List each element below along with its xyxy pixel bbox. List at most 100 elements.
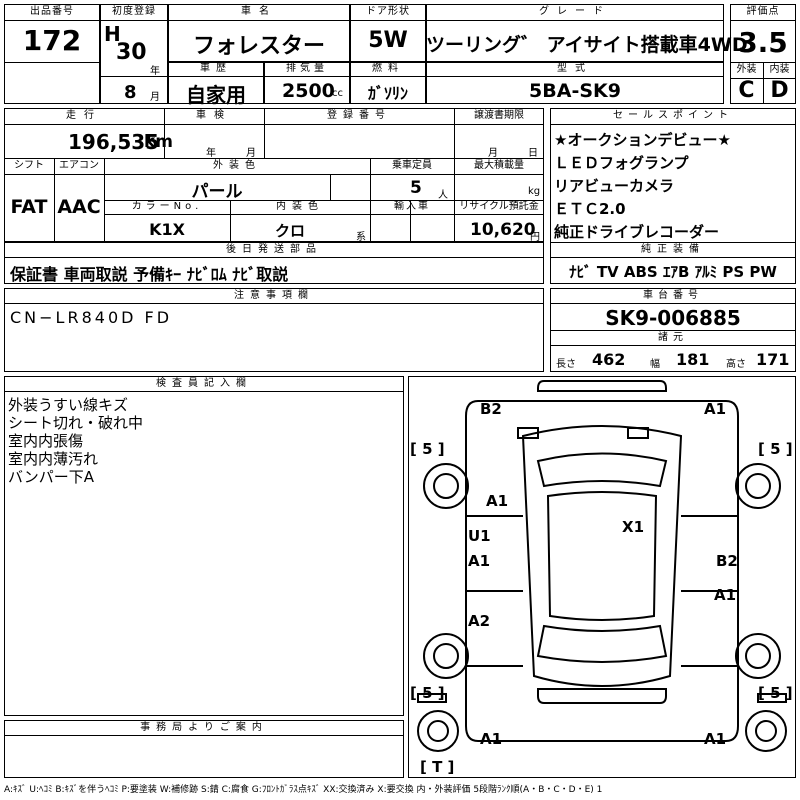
shift-value: FAT <box>10 196 48 218</box>
month-unit: 月 <box>150 92 160 103</box>
inspector-line: 外装うすい線キズ <box>8 396 129 414</box>
era-letter: H <box>104 22 121 46</box>
fuel-value: ｶﾞｿﾘﾝ <box>367 84 408 103</box>
int-color-value: クロ <box>274 222 305 240</box>
mark-tire-fr: [ 5 ] <box>758 684 793 702</box>
int-grade: D <box>770 78 789 103</box>
score-value: 3.5 <box>738 26 788 59</box>
mark-tire-rr: [ 5 ] <box>758 440 793 458</box>
lot-number: 172 <box>22 24 82 57</box>
door-label: ドア形状 <box>366 6 410 17</box>
lot-box <box>4 4 100 104</box>
car-outline-graphic <box>417 380 787 752</box>
spec-label: 諸元 <box>658 332 688 343</box>
later-parts-value: 保証書 車両取説 予備ｷｰ ﾅﾋﾞﾛﾑ ﾅﾋﾞ取説 <box>10 265 289 284</box>
displacement-label: 排気量 <box>286 63 328 74</box>
inspector-label: 検査員記入欄 <box>156 378 252 389</box>
grade-label: グレード <box>539 6 611 17</box>
sales-point: ＬＥＤフォグランプ <box>554 154 689 172</box>
door-box <box>350 4 426 62</box>
height-value: 171 <box>756 350 790 369</box>
history-box <box>168 62 264 104</box>
chassis-value: SK9-006885 <box>605 306 741 330</box>
recycle-label: リサイクル預託金 <box>459 201 539 212</box>
car-name: フォレスター <box>192 34 325 59</box>
insp-month: 月 <box>246 148 256 159</box>
mark-roof: X1 <box>622 518 645 536</box>
inspector-line: 室内内薄汚れ <box>8 450 99 468</box>
footer-legend: A:ｷｽﾞ U:ﾍｺﾐ B:ｷｽﾞを伴うﾍｺﾐ P:要塗装 W:補修跡 S:錆 … <box>4 785 603 795</box>
mark-left-quarter: A1 <box>486 492 509 510</box>
model-value: 5BA-SK9 <box>529 80 621 102</box>
inspector-line: シート切れ・破れ中 <box>8 414 144 432</box>
mileage-value: 196,535 <box>68 130 160 154</box>
height-label: 高さ <box>726 359 746 370</box>
sales-point: リアビューカメラ <box>554 177 675 195</box>
mark-front-left: A1 <box>480 730 503 748</box>
notes-value: CN−LR840D FD <box>10 308 173 327</box>
mark-right-front-door: A1 <box>714 586 737 604</box>
reg-month: 8 <box>124 82 137 103</box>
ext-grade: C <box>738 78 755 103</box>
fuel-label: 燃料 <box>372 63 404 74</box>
insp-year: 年 <box>206 148 216 159</box>
transfer-label: 譲渡書期限 <box>474 110 524 121</box>
year-unit: 年 <box>150 66 160 77</box>
first-reg-label: 初度登録 <box>112 6 156 17</box>
history-value: 自家用 <box>186 83 246 107</box>
mileage-label: 走行 <box>66 110 102 121</box>
model-box <box>426 62 724 104</box>
mark-right-rear-door: B2 <box>716 552 738 570</box>
reg-no-label: 登録番号 <box>327 110 391 121</box>
sales-point: ＥＴＣ2.0 <box>554 200 626 218</box>
sales-point: 純正ドライブレコーダー <box>554 223 720 241</box>
mark-tire-rl: [ 5 ] <box>410 440 445 458</box>
int-color-unit: 系 <box>356 232 366 243</box>
mark-tire-fl: [ 5 ] <box>410 684 445 702</box>
mark-rear-right: A1 <box>704 400 727 418</box>
mark-spare: [ T ] <box>420 758 455 776</box>
displacement-box <box>264 62 350 104</box>
length-value: 462 <box>592 350 626 369</box>
shift-label: シフト <box>14 160 44 171</box>
sales-label: セールスポイント <box>613 110 733 121</box>
mark-left-rear-door-2: A1 <box>468 552 491 570</box>
maxload-unit: kg <box>528 186 541 197</box>
cc-unit: cc <box>332 88 343 99</box>
first-reg-box <box>100 4 168 104</box>
ac-value: AAC <box>57 196 101 218</box>
car-name-label: 車名 <box>241 6 277 17</box>
door-type: 5W <box>368 28 408 53</box>
displacement-value: 2500 <box>282 80 335 102</box>
mark-front-right: A1 <box>704 730 727 748</box>
inspection-label: 車検 <box>196 110 232 121</box>
import-label: 輸入車 <box>394 201 430 212</box>
grade-value: ツーリング゛ アイサイト搭載車4WD <box>426 34 748 56</box>
grade-box <box>426 4 724 62</box>
ext-color-label: 外装色 <box>213 160 261 171</box>
capacity-unit: 人 <box>438 190 448 201</box>
recycle-value: 10,620 <box>470 220 536 240</box>
capacity-label: 乗車定員 <box>392 160 432 171</box>
lot-label: 出品番号 <box>30 6 74 17</box>
history-label: 車歴 <box>200 63 232 74</box>
transfer-month: 月 <box>488 148 498 159</box>
color-no-value: K1X <box>149 220 185 239</box>
mark-rear-left: B2 <box>480 400 502 418</box>
sales-point: ★オークションデビュー★ <box>554 131 731 149</box>
reg-year: 30 <box>116 40 147 65</box>
chassis-label: 車台番号 <box>643 290 703 301</box>
car-name-box <box>168 4 350 62</box>
width-value: 181 <box>676 350 710 369</box>
score-label: 評価点 <box>746 6 780 17</box>
fuel-box <box>350 62 426 104</box>
int-color-label: 内装色 <box>276 201 324 212</box>
ac-label: エアコン <box>59 160 99 171</box>
model-label: 型式 <box>557 63 593 74</box>
office-label: 事務局よりご案内 <box>140 722 268 733</box>
mark-left-front-door: A2 <box>468 612 491 630</box>
inspector-line: 室内内張傷 <box>8 432 84 450</box>
transfer-day: 日 <box>528 148 538 159</box>
ext-color-value: パール <box>191 182 243 202</box>
color-no-label: カラーNo. <box>131 201 203 212</box>
